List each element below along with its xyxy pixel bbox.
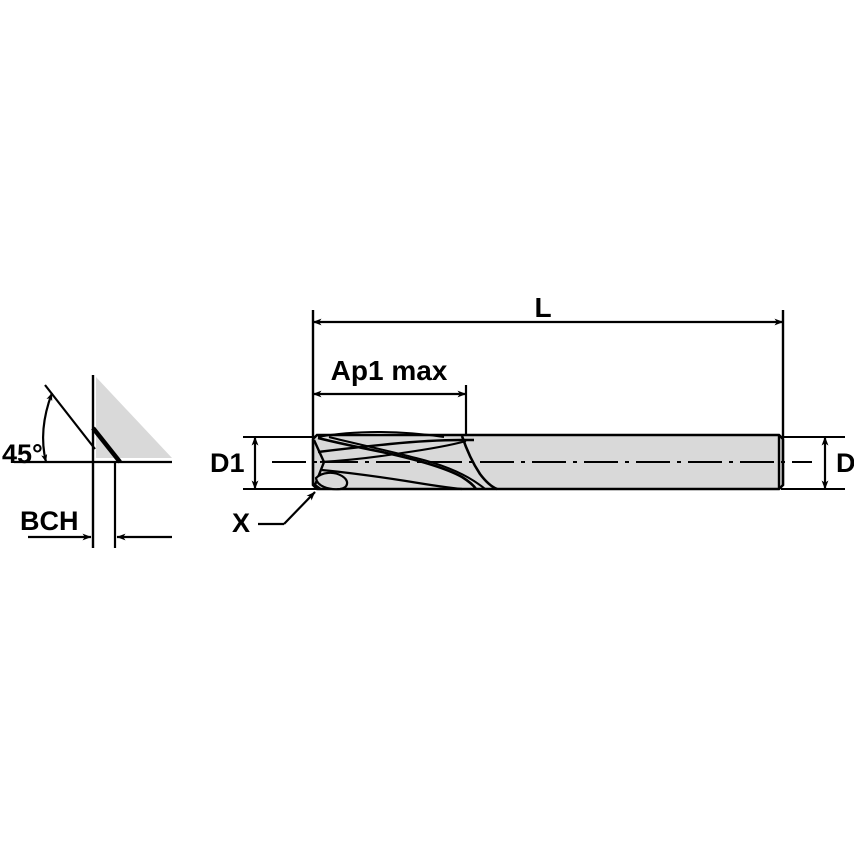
flute-helix-lower <box>321 468 463 491</box>
flute-top-relief-ridge <box>317 430 445 438</box>
d1-dimension-label: D1 <box>210 448 245 478</box>
angle-dimension-label: 45° <box>2 439 43 469</box>
tip-corner-chamfer <box>312 482 321 491</box>
flute-helix-upper-back <box>328 436 486 490</box>
flute-helix-mid-back <box>319 440 467 463</box>
flute-shank-transition <box>460 435 498 491</box>
chamfer-detail-view: 45° BCH <box>2 375 172 548</box>
x-callout-label: X <box>232 508 250 538</box>
chamfer-edge-extension-line <box>44 384 96 450</box>
chamfer-edge-line <box>91 426 122 464</box>
angle-dimension-arc <box>41 392 54 463</box>
bch-dimension-label: BCH <box>20 506 79 536</box>
tip-corner-relief <box>314 471 349 491</box>
length-dimension-label: L <box>534 292 551 323</box>
x-callout-leader-diagonal <box>283 491 316 525</box>
ap1max-dimension-label: Ap1 max <box>331 355 448 386</box>
chamfer-shaded-triangle <box>96 377 172 458</box>
endmill-side-view: L Ap1 max <box>210 292 854 538</box>
flute-helix-upper <box>317 436 478 490</box>
d-dimension-label: D <box>836 448 854 478</box>
flute-helix-mid <box>317 438 474 454</box>
